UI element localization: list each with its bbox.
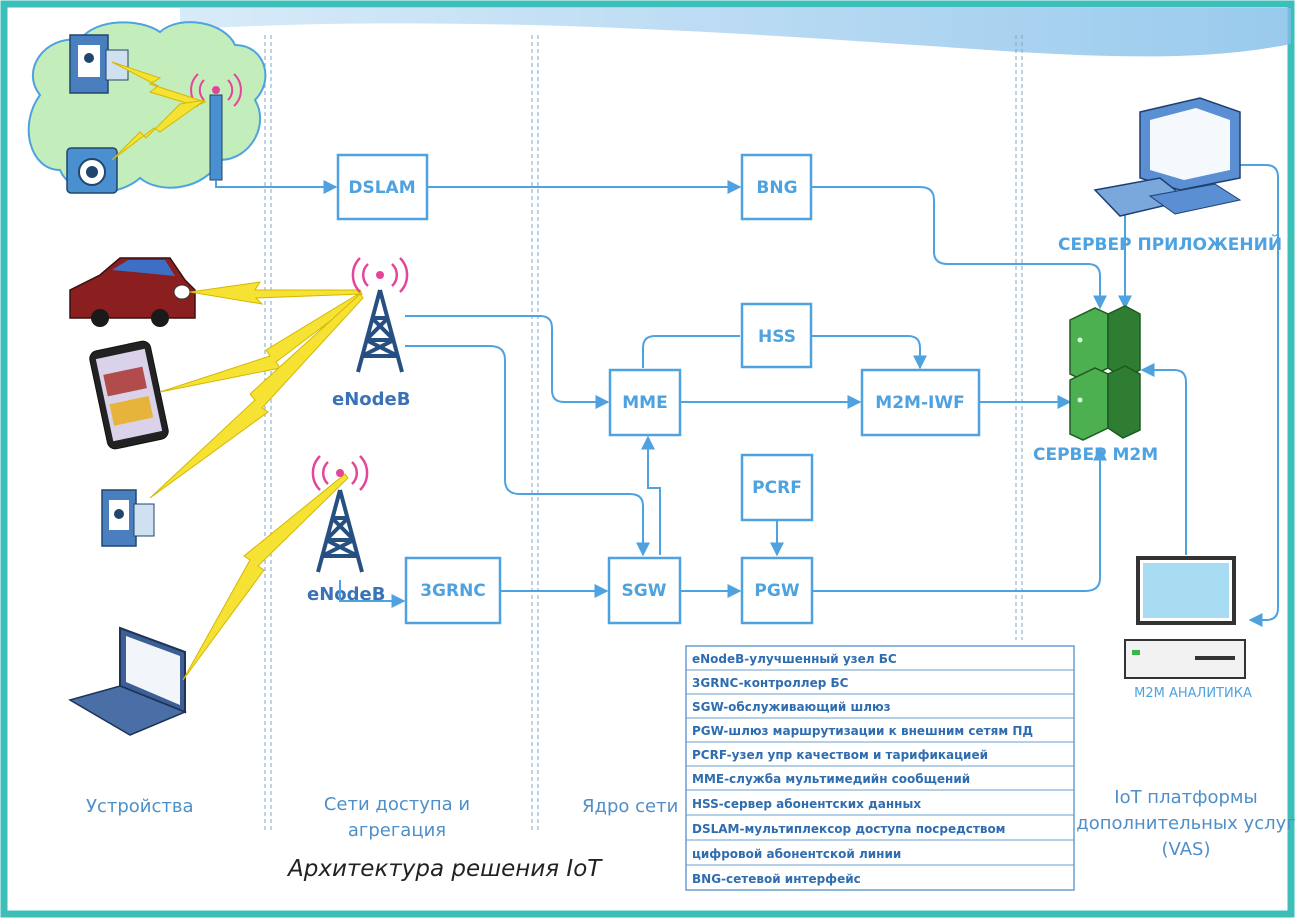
node-m2m-iwf: M2M-IWF xyxy=(860,368,981,437)
m2m-server-label: СЕРВЕР М2М xyxy=(1033,445,1158,465)
legend-table: eNodeB-улучшенный узел БС 3GRNC-контролл… xyxy=(685,645,1075,891)
node-label: M2M-IWF xyxy=(875,393,964,413)
server-rack-icon xyxy=(1069,305,1141,441)
enodeb-label: eNodeB xyxy=(307,584,385,605)
computer-icon xyxy=(1093,97,1242,217)
node-bng: BNG xyxy=(740,153,813,221)
column-label-iot: IoT платформы xyxy=(1114,787,1257,808)
legend-row: PGW-шлюз маршрутизации к внешним сетям П… xyxy=(692,724,1033,738)
m2m-analytics-label: М2М АНАЛИТИКА xyxy=(1134,686,1252,701)
decorative-wave xyxy=(180,8,1291,57)
column-label-core: Ядро сети xyxy=(582,796,678,817)
node-pgw: PGW xyxy=(740,556,814,625)
cctv-camera-icon xyxy=(101,489,155,547)
node-hss: HSS xyxy=(740,302,813,369)
node-mme: MME xyxy=(608,368,682,437)
lightning-icon xyxy=(111,61,207,107)
node-label: 3GRNC xyxy=(420,581,486,601)
node-label: SGW xyxy=(622,581,667,601)
legend-row: SGW-обслуживающий шлюз xyxy=(692,700,891,714)
app-server-label: СЕРВЕР ПРИЛОЖЕНИЙ xyxy=(1058,233,1282,255)
diagram-caption: Архитектура решения IoT xyxy=(286,856,603,882)
legend-row: цифровой абонентской линии xyxy=(692,847,901,861)
cloud-icon xyxy=(27,21,267,193)
node-dslam: DSLAM xyxy=(336,153,429,221)
legend-row: BNG-сетевой интерфейс xyxy=(692,872,861,886)
node-label: PGW xyxy=(754,581,799,601)
node-label: PCRF xyxy=(752,478,802,498)
smartphone-icon xyxy=(89,340,169,450)
legend-row: eNodeB-улучшенный узел БС xyxy=(692,652,897,666)
column-label-access: Сети доступа и xyxy=(324,794,470,815)
node-sgw: SGW xyxy=(607,556,682,625)
legend-row: PCRF-узел упр качеством и тарификацией xyxy=(692,748,988,762)
legend-row: HSS-сервер абонентских данных xyxy=(692,797,921,811)
node-label: BNG xyxy=(756,178,797,198)
monitor-icon xyxy=(1124,556,1246,679)
node-3grnc: 3GRNC xyxy=(404,556,502,625)
laptop-icon xyxy=(68,626,187,736)
node-pcrf: PCRF xyxy=(740,453,814,522)
column-label-access: агрегация xyxy=(348,820,446,841)
lightning-icon xyxy=(111,99,206,161)
enodeb-tower-icon xyxy=(311,455,369,573)
connection-lines xyxy=(215,164,1279,627)
car-icon xyxy=(69,257,196,327)
column-label-iot: (VAS) xyxy=(1162,839,1211,860)
enodeb-label: eNodeB xyxy=(332,389,410,410)
node-label: DSLAM xyxy=(348,178,415,198)
legend-row: DSLAM-мультиплексор доступа посредством xyxy=(692,822,1006,836)
photo-camera-icon xyxy=(66,147,118,194)
legend-row: 3GRNC-контроллер БС xyxy=(692,676,849,690)
enodeb-tower-icon xyxy=(351,257,409,373)
lightning-icon xyxy=(189,281,363,305)
node-label: MME xyxy=(622,393,667,413)
legend-row: MME-служба мультимедийн сообщений xyxy=(692,772,970,786)
node-label: HSS xyxy=(758,327,796,347)
lightning-icon xyxy=(182,473,349,681)
lightning-icon xyxy=(149,293,364,499)
column-label-iot: дополнительных услуг xyxy=(1076,813,1295,834)
column-label-devices: Устройства xyxy=(86,796,194,817)
column-separators xyxy=(264,35,1023,830)
